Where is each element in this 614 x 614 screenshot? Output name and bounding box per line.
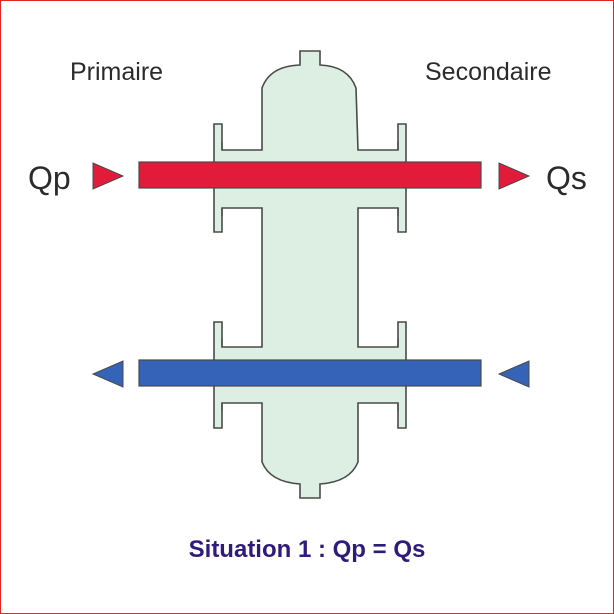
secondary-flow-label: Qs (546, 160, 587, 196)
hot-pipe (138, 161, 482, 189)
diagram-caption: Situation 1 : Qp = Qs (188, 536, 426, 563)
cold-pipe (138, 359, 482, 387)
primary-flow-label: Qp (28, 160, 71, 196)
arrow-left-icon (91, 360, 124, 388)
arrow-right-icon (92, 162, 125, 190)
lower-nozzle-outline (221, 339, 399, 411)
arrow-right-icon (498, 162, 531, 190)
arrow-left-icon (497, 360, 530, 388)
separator-body (213, 50, 407, 499)
secondary-label: Secondaire (425, 58, 552, 86)
primary-label: Primaire (70, 58, 164, 86)
upper-nozzle-outline (221, 142, 399, 216)
